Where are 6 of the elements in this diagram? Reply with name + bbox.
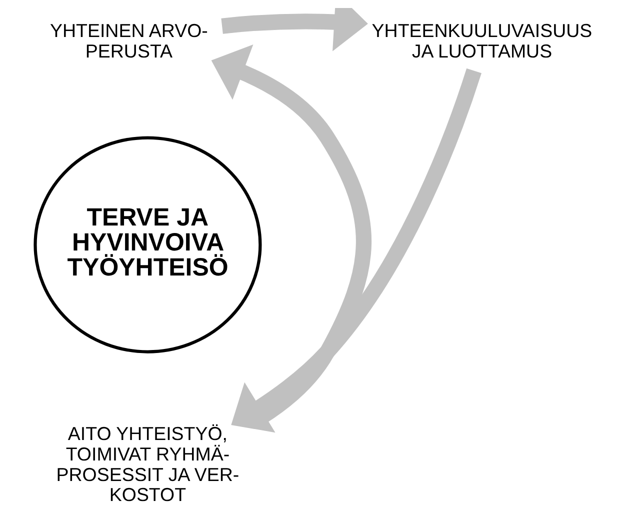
arrow: [221, 8, 368, 52]
node-text: AITO YHTEISTYÖ, TOIMIVAT RYHMÄ- PROSESSIT JA VER- KOSTOT: [56, 423, 240, 506]
node-circle: TERVE JA HYVINVOIVA TYÖYHTEISÖ: [34, 136, 262, 354]
arrow: [231, 68, 482, 433]
node-text: YHTEENKUULUVAISUUS JA LUOTTAMUS: [372, 20, 592, 62]
node-text: YHTEINEN ARVO- PERUSTA: [50, 20, 208, 62]
